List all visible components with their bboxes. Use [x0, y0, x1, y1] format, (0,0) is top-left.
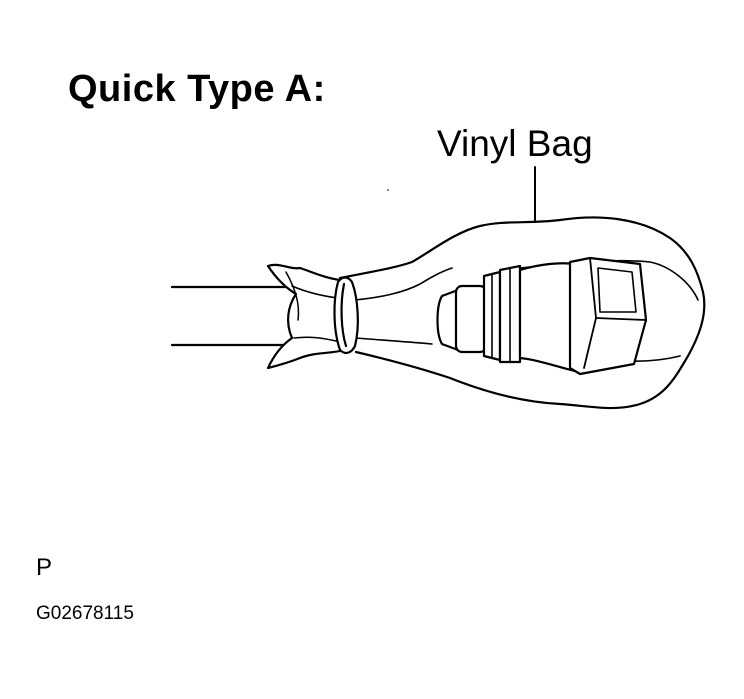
pipe	[170, 285, 294, 347]
bag-gathered-end	[266, 263, 346, 370]
rubber-band	[333, 276, 359, 355]
bag-fold-line	[355, 337, 433, 345]
quick-connector	[436, 256, 648, 376]
speck-dot	[387, 189, 389, 191]
diagram-title: Quick Type A:	[68, 68, 326, 110]
section-letter: P	[36, 554, 53, 581]
bag-fold-line	[353, 267, 453, 301]
vinyl-bag-label: Vinyl Bag	[437, 123, 593, 164]
figure-id: G02678115	[36, 603, 134, 624]
vinyl-bag-outline	[338, 216, 706, 410]
